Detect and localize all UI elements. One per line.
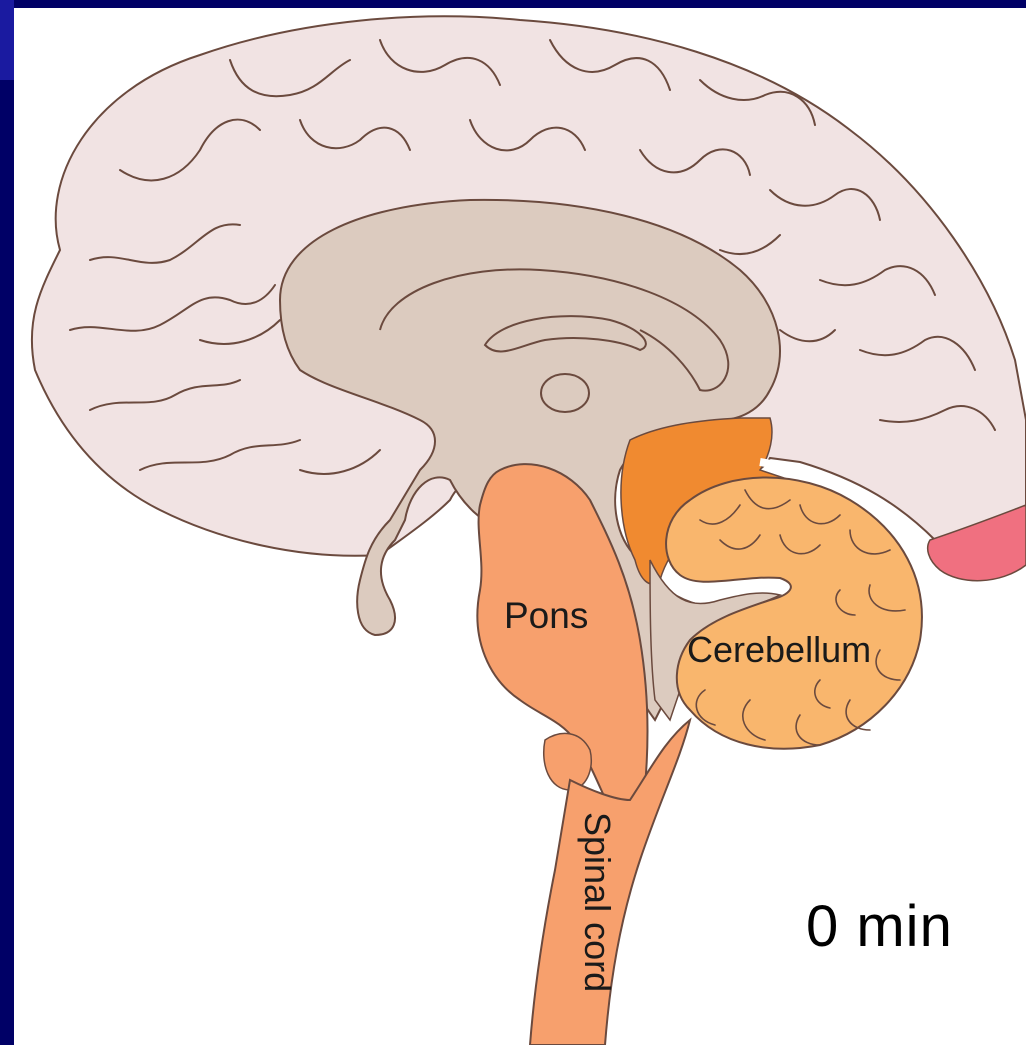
label-spinal-cord: Spinal cord [577, 812, 618, 992]
thalamus-oval [541, 374, 589, 412]
time-indicator: 0 min [806, 893, 953, 960]
label-pons: Pons [504, 595, 588, 636]
medulla [544, 733, 592, 790]
label-cerebellum: Cerebellum [687, 629, 871, 670]
